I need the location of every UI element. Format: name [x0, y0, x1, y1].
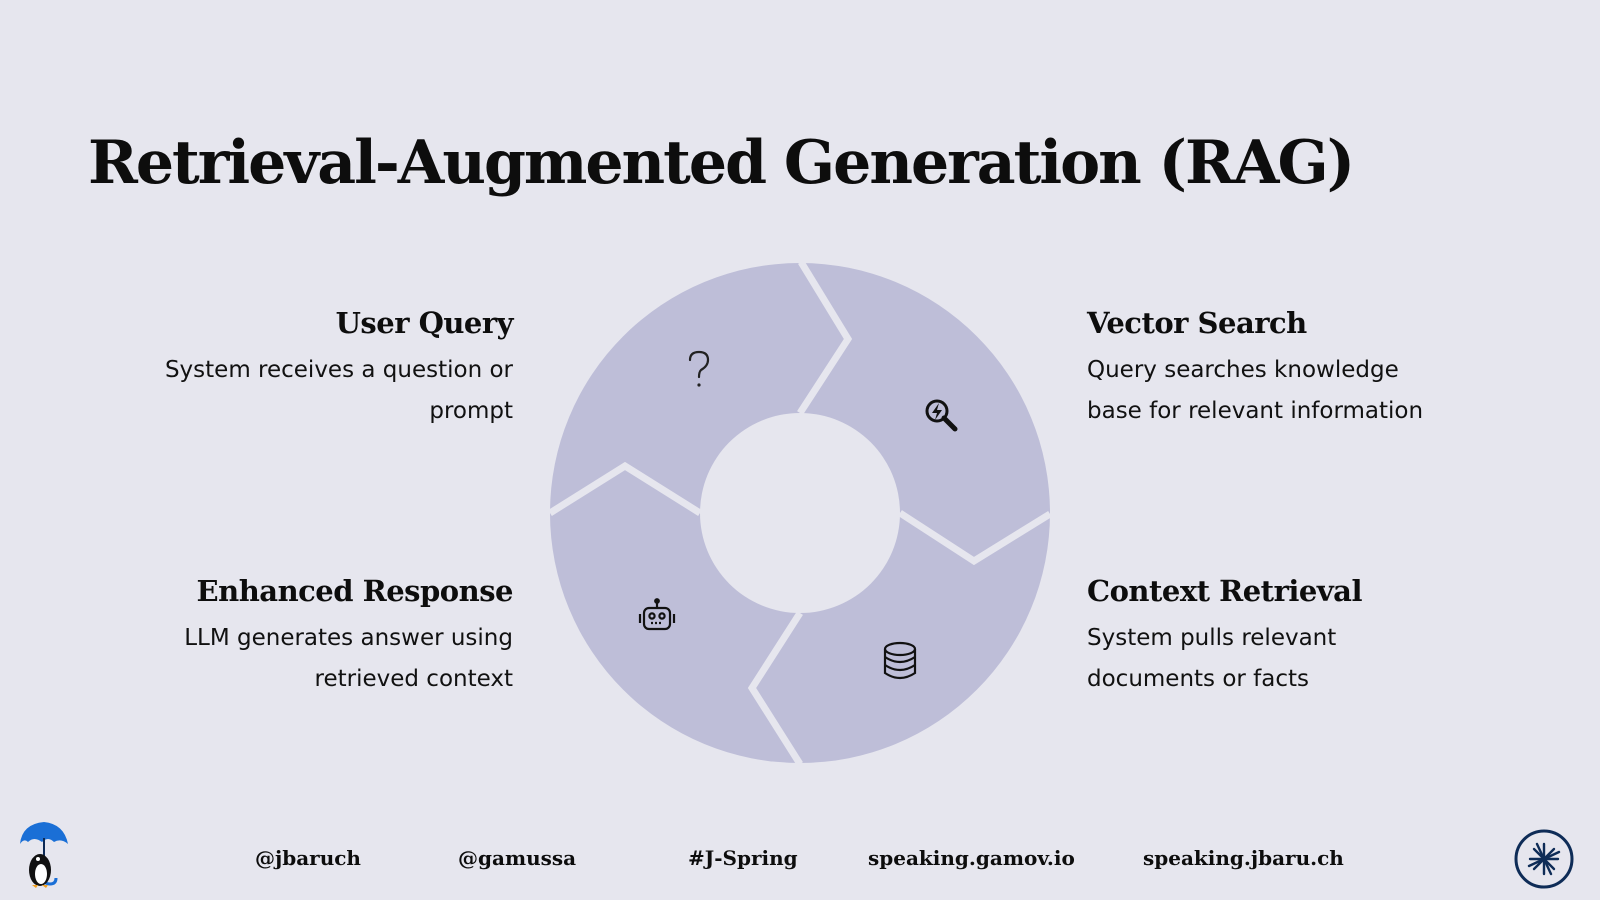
search-bolt-icon — [925, 399, 958, 432]
footer-link-gamussa[interactable]: @gamussa — [458, 846, 577, 870]
database-icon — [883, 641, 917, 680]
footer-link-jbaru[interactable]: speaking.jbaru.ch — [1143, 846, 1344, 870]
step-description: LLM generates answer using retrieved con… — [184, 625, 513, 692]
footer-link-hashtag[interactable]: #J-Spring — [688, 846, 798, 870]
step-title: Context Retrieval — [1087, 574, 1363, 608]
footer-link-gamov[interactable]: speaking.gamov.io — [868, 846, 1075, 870]
step-title: Enhanced Response — [196, 574, 514, 608]
robot-icon — [638, 598, 676, 631]
step-title: User Query — [335, 306, 514, 340]
footer-link-jbaruch[interactable]: @jbaruch — [255, 846, 361, 870]
step-description: System receives a question or prompt — [164, 357, 513, 424]
step-description: System pulls relevant documents or facts — [1087, 625, 1337, 692]
step-title: Vector Search — [1087, 306, 1307, 340]
step-description: Query searches knowledge base for releva… — [1087, 357, 1424, 424]
segment-divider — [797, 260, 853, 415]
segment-divider — [548, 461, 702, 516]
penguin-umbrella-logo — [20, 822, 68, 888]
question-icon — [688, 350, 710, 387]
step-user-query: User Query System receives a question or… — [153, 306, 514, 432]
confluent-logo — [1514, 829, 1574, 889]
segment-divider — [747, 611, 803, 766]
segment-divider — [898, 510, 1052, 566]
cycle-ring — [550, 263, 1050, 763]
slide-title: Retrieval-Augmented Generation (RAG) — [88, 128, 1355, 198]
step-vector-search: Vector Search Query searches knowledge b… — [1087, 306, 1447, 432]
step-context-retrieval: Context Retrieval System pulls relevant … — [1087, 574, 1447, 700]
step-enhanced-response: Enhanced Response LLM generates answer u… — [153, 574, 513, 700]
